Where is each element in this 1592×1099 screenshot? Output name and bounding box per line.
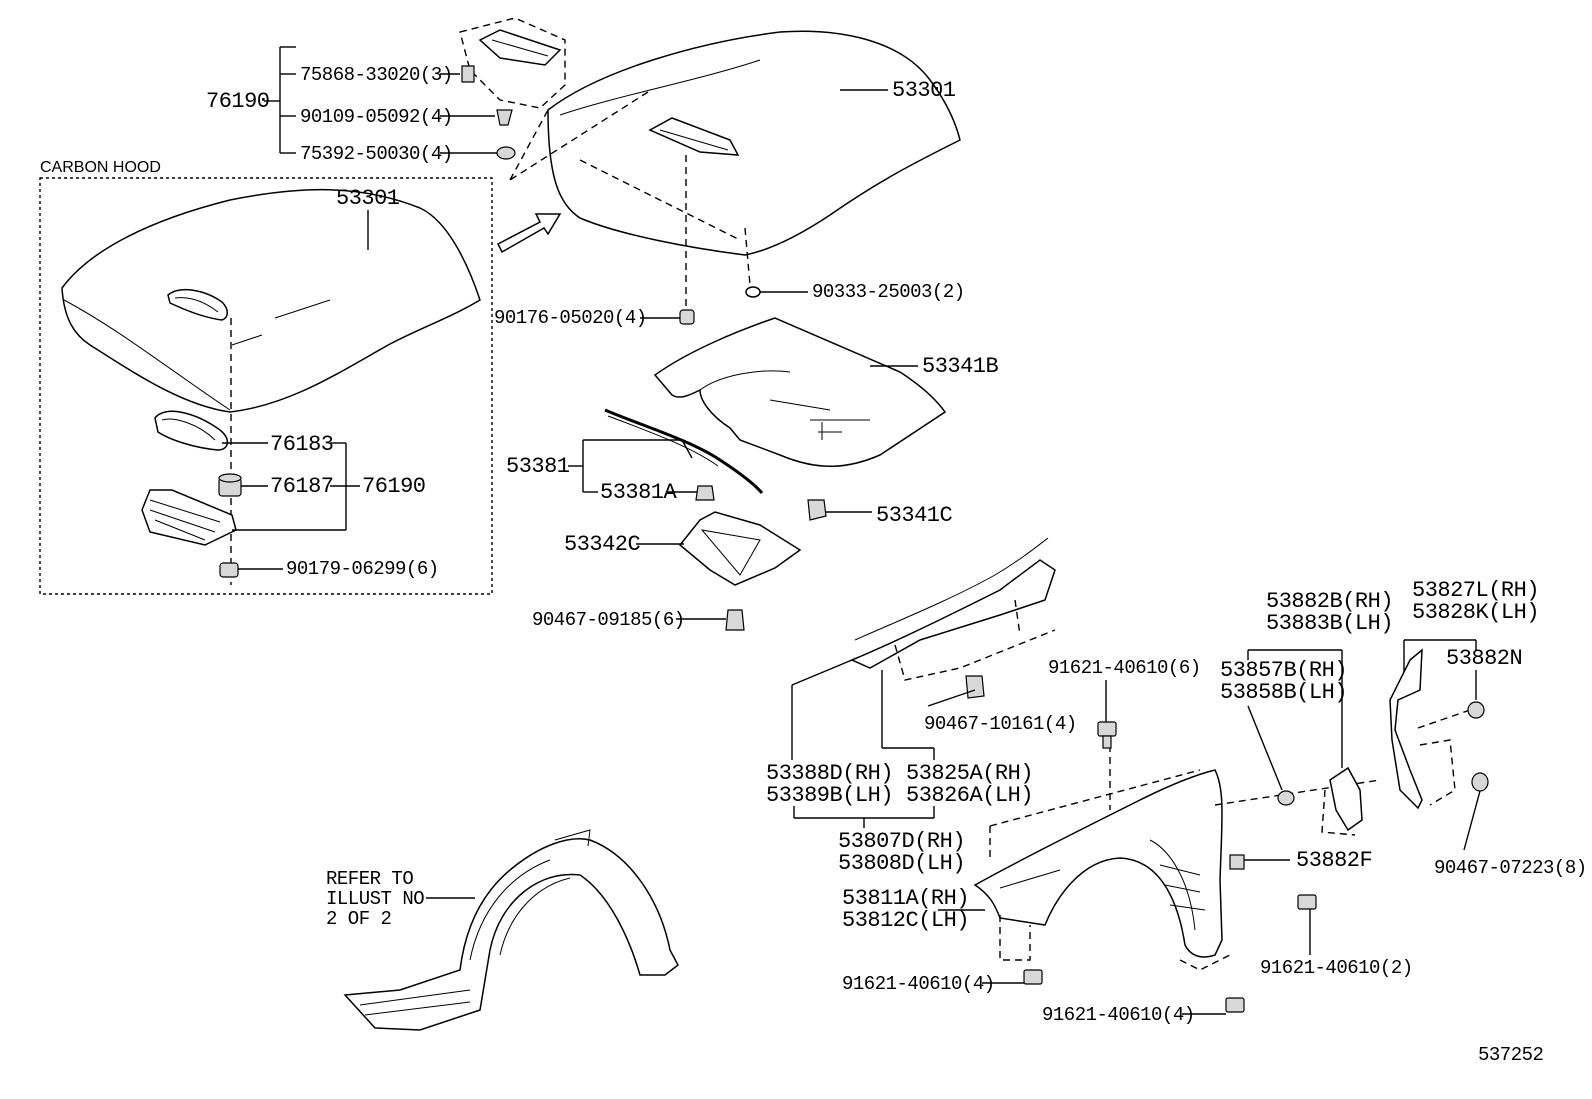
bolt-91621-left xyxy=(1023,969,1043,985)
label-90467-09185: 90467-09185(6) xyxy=(532,609,685,631)
refer-note-line1: REFER TO xyxy=(326,868,413,890)
bolt-91621-top xyxy=(1097,721,1117,749)
label-53341C: 53341C xyxy=(876,503,953,528)
clip-90467-10161 xyxy=(965,675,985,699)
part-53342C xyxy=(678,511,802,586)
label-53342C: 53342C xyxy=(564,532,641,557)
label-90109: 90109-05092(4) xyxy=(300,106,453,128)
part-76183-gasket xyxy=(154,410,229,451)
label-53301-inset: 53301 xyxy=(336,186,400,211)
part-90179-nut xyxy=(219,562,239,578)
label-91621-right2: 91621-40610(2) xyxy=(1260,957,1413,979)
label-53389B: 53389B(LH) xyxy=(766,783,893,808)
fender-group: 91621-40610(6) 91621-40610(4) 91621-4061… xyxy=(842,657,1413,1026)
part-90333 xyxy=(745,286,761,298)
label-53825A: 53825A(RH) xyxy=(906,761,1033,786)
hood-panel-main xyxy=(547,30,961,256)
label-53381: 53381 xyxy=(506,454,570,479)
label-53828K: 53828K(LH) xyxy=(1412,600,1539,625)
label-91621-bottom4: 91621-40610(4) xyxy=(1042,1004,1195,1026)
label-91621-top: 91621-40610(6) xyxy=(1048,657,1201,679)
label-53858B: 53858B(LH) xyxy=(1220,680,1347,705)
label-53388D: 53388D(RH) xyxy=(766,761,893,786)
bracket-group: 53882B(RH) 53883B(LH) 53857B(RH) 53858B(… xyxy=(1220,578,1587,879)
main-hood-group: 76190 75868-33020(3) 90109-05092(4) 7539… xyxy=(206,17,965,329)
label-76187: 76187 xyxy=(270,474,334,499)
label-90179: 90179-06299(6) xyxy=(286,558,439,580)
arrow-icon xyxy=(497,213,562,254)
clip-53882N xyxy=(1467,701,1485,719)
fender-apron-seal xyxy=(850,559,1056,669)
inset-frame xyxy=(39,177,493,595)
clip-75868 xyxy=(461,65,475,83)
label-76190-top: 76190 xyxy=(206,89,270,114)
illustration-number: 537252 xyxy=(1478,1044,1544,1066)
label-76183: 76183 xyxy=(270,432,334,457)
refer-note-line2: ILLUST NO xyxy=(326,888,424,910)
hood-seal-53381 xyxy=(604,408,764,495)
label-53883B: 53883B(LH) xyxy=(1266,611,1393,636)
label-53826A: 53826A(LH) xyxy=(906,783,1033,808)
label-53812C: 53812C(LH) xyxy=(842,908,969,933)
label-53341B: 53341B xyxy=(922,354,999,379)
front-fender xyxy=(973,769,1223,958)
label-90467-07223: 90467-07223(8) xyxy=(1434,857,1587,879)
label-53301-main: 53301 xyxy=(892,78,956,103)
apron-seal-group: 90467-10161(4) 53388D(RH) 53389B(LH) 538… xyxy=(766,537,1077,876)
carbon-hood-panel xyxy=(61,188,481,413)
label-75868: 75868-33020(3) xyxy=(300,64,453,86)
label-76190-inset: 76190 xyxy=(362,474,426,499)
inset-title: CARBON HOOD xyxy=(40,159,161,176)
bracket-53827L xyxy=(1389,648,1423,810)
label-53807D: 53807D(RH) xyxy=(838,829,965,854)
refer-note-line3: 2 OF 2 xyxy=(326,908,392,930)
label-53882N: 53882N xyxy=(1446,646,1522,671)
label-75392: 75392-50030(4) xyxy=(300,143,453,165)
fender-liner-group: REFER TO ILLUST NO 2 OF 2 xyxy=(326,829,679,1031)
label-53381A: 53381A xyxy=(600,480,678,505)
hood-insulator xyxy=(653,317,947,468)
part-90176 xyxy=(679,309,695,325)
label-90467-10161: 90467-10161(4) xyxy=(924,713,1077,735)
bolt-91621-right xyxy=(1297,894,1317,910)
label-53811A: 53811A(RH) xyxy=(842,886,969,911)
clip-75392 xyxy=(496,146,516,160)
label-91621-left4: 91621-40610(4) xyxy=(842,973,995,995)
part-76190-vent-housing xyxy=(141,489,237,546)
bolt-91621-bottom xyxy=(1225,997,1245,1013)
clip-90467-09185 xyxy=(725,609,745,631)
part-76187-grommet xyxy=(218,473,242,497)
label-53827L: 53827L(RH) xyxy=(1412,578,1539,603)
clip-53341C xyxy=(807,499,827,521)
label-53882F: 53882F xyxy=(1296,848,1372,873)
clip-53381A xyxy=(695,485,715,501)
label-53808D: 53808D(LH) xyxy=(838,851,965,876)
clip-53857B xyxy=(1277,790,1295,806)
label-90333: 90333-25003(2) xyxy=(812,281,965,303)
hood-scoop-main xyxy=(648,117,740,156)
clip-53882F xyxy=(1229,854,1245,870)
bracket-53882B xyxy=(1329,766,1363,832)
insulator-group: 53341B 53381 53381A 53341C 53342C 90467-… xyxy=(506,317,999,631)
label-53882B: 53882B(RH) xyxy=(1266,589,1393,614)
carbon-hood-inset: CARBON HOOD 53301 76183 xyxy=(39,159,493,595)
clip-90109 xyxy=(496,109,513,126)
clip-90467-07223 xyxy=(1471,772,1489,792)
fender-liner xyxy=(343,838,679,1031)
label-53857B: 53857B(RH) xyxy=(1220,658,1347,683)
label-90176: 90176-05020(4) xyxy=(494,307,647,329)
